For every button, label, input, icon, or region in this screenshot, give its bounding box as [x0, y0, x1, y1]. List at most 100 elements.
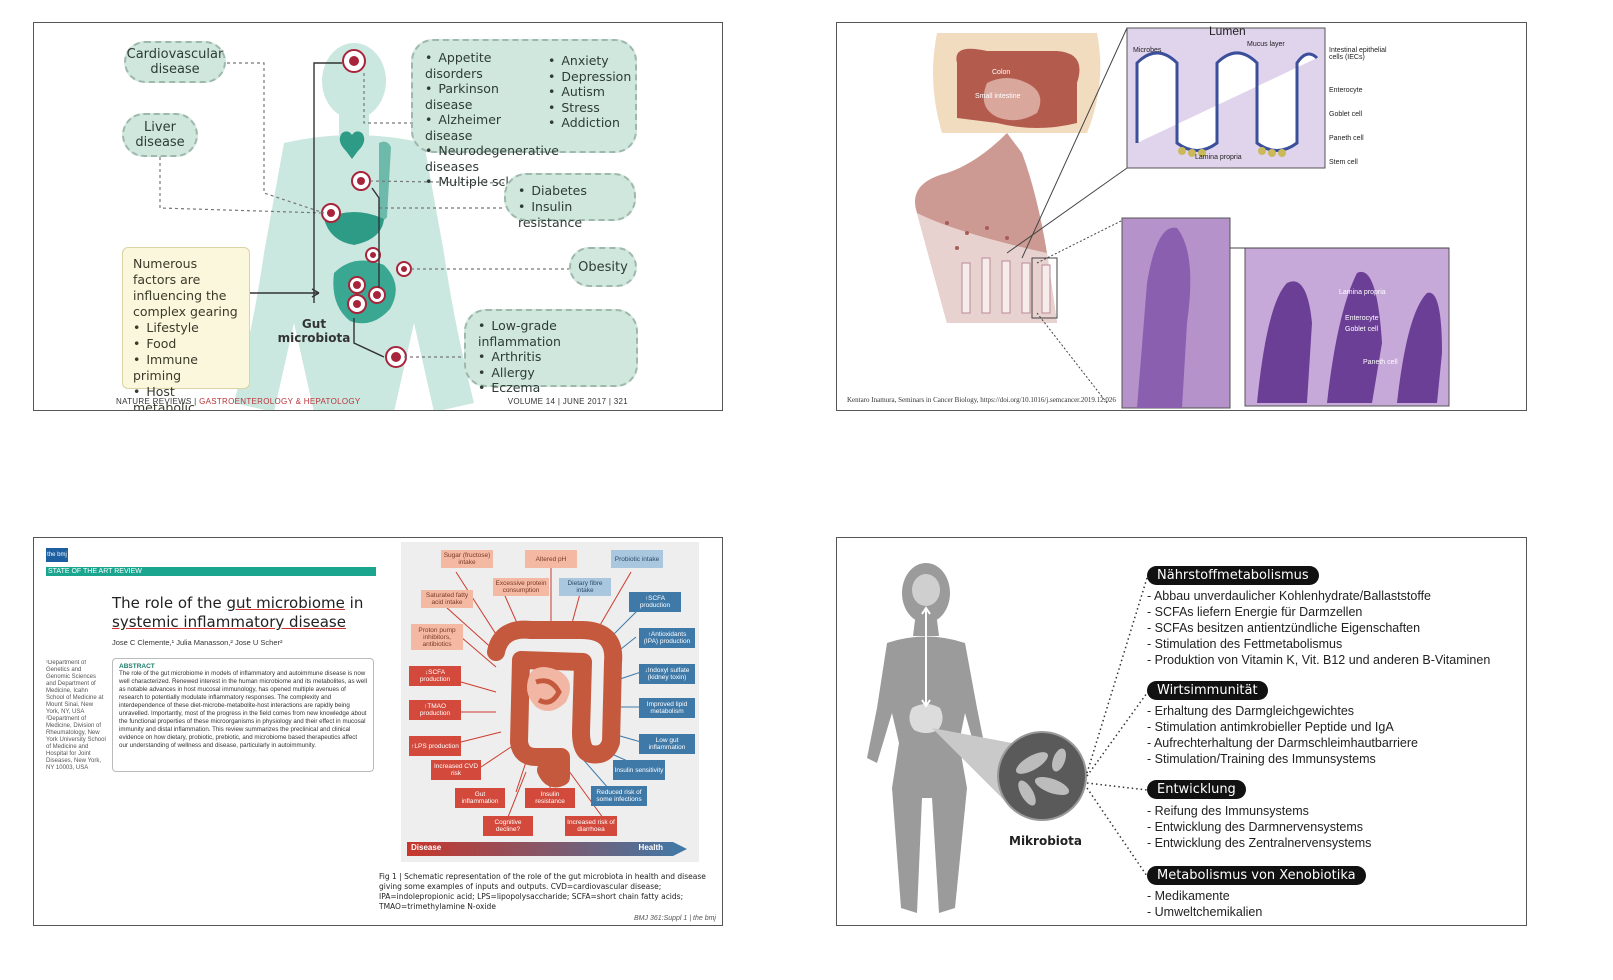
label-colon: Colon	[992, 69, 1011, 76]
colon-illustration	[445, 567, 647, 823]
node-indoxyl-sulfate: ↓Indoxyl sulfate (kidney toxin)	[639, 664, 695, 684]
abstract-box: ABSTRACT The role of the gut microbiome …	[112, 658, 374, 772]
abstract-text: The role of the gut microbiome in models…	[119, 670, 367, 749]
list-item: Allergy	[478, 365, 624, 381]
section-list-naehrstoff: Abbau unverdaulicher Kohlenhydrate/Balla…	[1147, 588, 1490, 668]
list-item: Produktion von Vitamin K, Vit. B12 und a…	[1147, 652, 1491, 668]
panel-intestinal-anatomy: Lumen Microbes Mucus layer Intestinal ep…	[836, 22, 1527, 411]
node-scfa-down: ↓SCFA production	[409, 666, 461, 686]
list-item: Parkinson disease	[425, 81, 550, 112]
list-item: Aufrechterhaltung der Darmschleimhautbar…	[1147, 735, 1418, 751]
list-item: Eczema	[478, 380, 624, 396]
brain-disorders-box: Appetite disorders Parkinson disease Alz…	[411, 39, 638, 189]
histo-label-lamina: Lamina propria	[1339, 289, 1386, 296]
node-diarrhoea-risk: Increased risk of diarrhoea	[565, 816, 617, 836]
cardiovascular-disease-box: Cardiovascular disease	[124, 41, 226, 83]
node-insulin-resistance: Insulin resistance	[525, 788, 575, 808]
inflammation-box: Low-grade inflammation Arthritis Allergy…	[464, 309, 638, 395]
list-item: Immune priming	[133, 352, 239, 384]
list-item: Stress	[548, 100, 638, 116]
node-lipid-metabolism: Improved lipid metabolism	[639, 698, 695, 718]
list-item: Autism	[548, 84, 638, 100]
list-item: Entwicklung des Darmnervensystems	[1147, 819, 1371, 835]
label-lamina-propria: Lamina propria	[1195, 154, 1242, 161]
image-credit: Kentaro Inamura, Seminars in Cancer Biol…	[847, 396, 1116, 404]
liver-label: Liver disease	[135, 120, 185, 150]
title-part: systemic inflammatory disease	[112, 613, 346, 631]
article-title: The role of the gut microbiome in system…	[112, 594, 372, 632]
panel-mikrobiota-functions: Mikrobiota Nährstoffmetabolismus Abbau u…	[836, 537, 1527, 926]
panel-gut-microbiota-diseases: Cardiovascular disease Liver disease App…	[33, 22, 723, 411]
list-item: SCFAs besitzen antientzündliche Eigensch…	[1147, 620, 1490, 636]
list-item: Food	[133, 336, 239, 352]
microbiota-health-diagram: Sugar (fructose) intake Altered pH Probi…	[401, 542, 699, 862]
gut-microbiota-label: Gut microbiota	[277, 317, 351, 345]
histo-label-goblet: Goblet cell	[1345, 326, 1379, 333]
section-header-naehrstoff: Nährstoffmetabolismus	[1147, 566, 1319, 585]
list-item: Anxiety	[548, 53, 638, 69]
panel-bmj-review: the bmj STATE OF THE ART REVIEW The role…	[33, 537, 723, 926]
list-item: Alzheimer disease	[425, 112, 550, 143]
label-paneth-cell: Paneth cell	[1329, 135, 1364, 142]
node-cvd-risk: Increased CVD risk	[431, 760, 481, 780]
list-item: Arthritis	[478, 349, 624, 365]
list-item: Addiction	[548, 115, 638, 131]
label-goblet-cell: Goblet cell	[1329, 111, 1363, 118]
disease-health-bar: Disease Health	[407, 842, 687, 856]
list-item: Insulin resistance	[518, 199, 622, 231]
label-microbes: Microbes	[1133, 47, 1162, 54]
volume-footer: VOLUME 14 | JUNE 2017 | 321	[507, 397, 628, 406]
list-item: Neurodegenerative diseases	[425, 143, 559, 174]
node-proton-pump: Proton pump inhibitors, antibiotics	[411, 624, 463, 650]
node-sugar-intake: Sugar (fructose) intake	[441, 550, 493, 568]
bar-label-disease: Disease	[411, 843, 442, 852]
section-list-entwicklung: Reifung des Immunsystems Entwicklung des…	[1147, 803, 1372, 851]
node-insulin-sensitivity: Insulin sensitivity	[613, 760, 665, 780]
journal-footer: NATURE REVIEWS | GASTROENTEROLOGY & HEPA…	[116, 397, 361, 406]
list-item: Diabetes	[518, 183, 622, 199]
label-iec: Intestinal epithelial cells (IECs)	[1329, 47, 1387, 61]
human-body-silhouette	[159, 43, 569, 410]
list-item: Host metabolic signalling	[133, 384, 239, 410]
node-saturated-fatty-acid: Saturated fatty acid intake	[421, 590, 473, 608]
mikrobiota-label: Mikrobiota	[1009, 834, 1082, 848]
affiliations: ¹Department of Genetics and Genomic Scie…	[46, 660, 106, 771]
metabolic-box: Diabetes Insulin resistance	[504, 173, 636, 230]
list-item: Stimulation des Fettmetabolismus	[1147, 636, 1490, 652]
page-footer: BMJ 361:Suppl 1 | the bmj	[634, 915, 716, 922]
title-part: The role of the	[112, 594, 227, 612]
list-item: Umweltchemikalien	[1147, 904, 1263, 920]
node-cognitive-decline: Cognitive decline?	[483, 816, 533, 836]
node-probiotic-intake: Probiotic intake	[611, 550, 663, 568]
title-part: in	[344, 594, 364, 612]
inflammation-list: Low-grade inflammation Arthritis Allergy…	[478, 318, 624, 396]
histo-label-paneth: Paneth cell	[1363, 359, 1398, 366]
bar-label-health: Health	[638, 843, 663, 852]
figure-caption: Fig 1 | Schematic representation of the …	[379, 872, 706, 911]
node-excessive-protein: Excessive protein consumption	[493, 578, 549, 596]
obesity-box: Obesity	[569, 247, 637, 287]
node-altered-ph: Altered pH	[525, 550, 577, 568]
journal-section: GASTROENTEROLOGY & HEPATOLOGY	[199, 397, 361, 406]
factors-intro: Numerous factors are influencing the com…	[133, 256, 238, 319]
list-item: Medikamente	[1147, 888, 1262, 904]
list-item: Depression	[548, 69, 638, 85]
list-item: Erhaltung des Darmgleichgewichtes	[1147, 703, 1418, 719]
node-lps-up: ↑LPS production	[409, 736, 461, 756]
brain-disorders-list-1: Appetite disorders Parkinson disease Alz…	[425, 50, 559, 190]
list-item: Reifung des Immunsystems	[1147, 803, 1371, 819]
node-dietary-fibre: Dietary fibre intake	[559, 578, 611, 596]
section-banner: STATE OF THE ART REVIEW	[46, 567, 376, 576]
node-tmao-up: ↑TMAO production	[409, 700, 461, 720]
section-header-xenobiotika: Metabolismus von Xenobiotika	[1147, 866, 1366, 885]
section-list-xenobiotika: Medikamente Umweltchemikalien	[1147, 888, 1263, 920]
liver-disease-box: Liver disease	[122, 113, 198, 157]
metabolic-list: Diabetes Insulin resistance	[518, 183, 622, 231]
human-figure-silhouette	[867, 563, 1148, 913]
factors-list: Lifestyle Food Immune priming Host metab…	[133, 320, 239, 410]
journal-name: NATURE REVIEWS	[116, 397, 192, 406]
list-item: Abbau unverdaulicher Kohlenhydrate/Balla…	[1147, 588, 1490, 604]
section-header-entwicklung: Entwicklung	[1147, 780, 1246, 799]
obesity-label: Obesity	[578, 259, 628, 275]
label-enterocyte: Enterocyte	[1329, 87, 1363, 94]
